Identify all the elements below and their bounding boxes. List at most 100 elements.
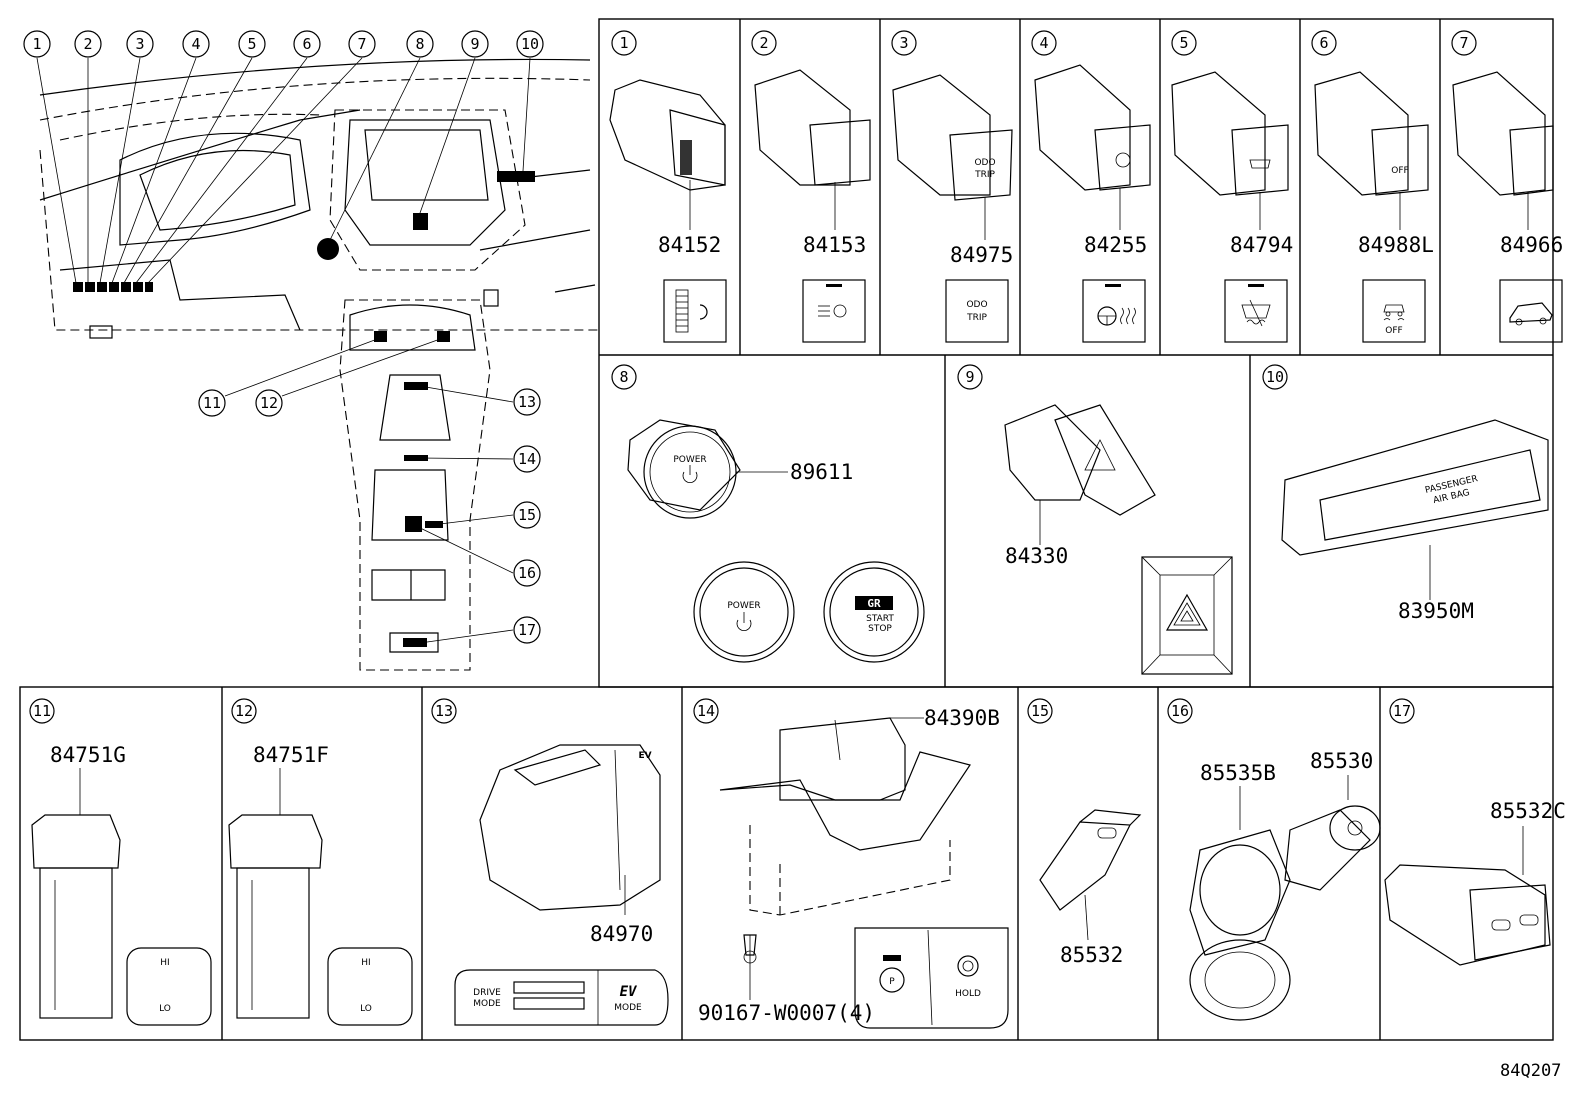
svg-text:P: P xyxy=(889,977,895,987)
svg-text:6: 6 xyxy=(1319,34,1328,52)
svg-text:8: 8 xyxy=(619,368,628,386)
svg-text:3: 3 xyxy=(899,34,908,52)
svg-text:17: 17 xyxy=(518,621,536,639)
svg-text:5: 5 xyxy=(247,35,256,53)
svg-text:5: 5 xyxy=(1179,34,1188,52)
callout-5: 5 xyxy=(238,30,266,58)
svg-text:15: 15 xyxy=(518,506,536,524)
svg-text:HOLD: HOLD xyxy=(955,989,981,999)
panel-1: 1 84152 xyxy=(609,30,727,343)
callout-9: 9 xyxy=(461,30,489,58)
panel-2: 2 84153 xyxy=(751,30,871,343)
callout-14: 14 xyxy=(513,445,541,473)
svg-text:TRIP: TRIP xyxy=(966,313,987,323)
svg-text:2: 2 xyxy=(83,35,92,53)
svg-text:7: 7 xyxy=(1459,34,1468,52)
svg-text:2: 2 xyxy=(759,34,768,52)
svg-text:GR: GR xyxy=(867,597,881,610)
svg-text:HI: HI xyxy=(160,958,169,968)
callout-6: 6 xyxy=(293,30,321,58)
overview-illustration xyxy=(39,58,600,671)
svg-text:10: 10 xyxy=(521,35,539,53)
callout-16: 16 xyxy=(513,559,541,587)
svg-text:8: 8 xyxy=(415,35,424,53)
svg-text:3: 3 xyxy=(135,35,144,53)
svg-text:1: 1 xyxy=(619,34,628,52)
svg-text:84152: 84152 xyxy=(658,233,721,257)
svg-text:HI: HI xyxy=(361,958,370,968)
svg-text:85532C: 85532C xyxy=(1490,799,1566,823)
svg-text:12: 12 xyxy=(235,702,253,720)
svg-text:85535B: 85535B xyxy=(1200,761,1276,785)
panel-6: 6 OFF 84988L OFF xyxy=(1311,30,1434,343)
svg-text:6: 6 xyxy=(302,35,311,53)
panel-14: 14 84390B 90167-W0007(4) P HOLD xyxy=(693,698,1009,1029)
svg-text:POWER: POWER xyxy=(727,601,760,611)
diagram-code: 84Q207 xyxy=(1500,1061,1561,1081)
callout-2: 2 xyxy=(74,30,102,58)
svg-text:84751G: 84751G xyxy=(50,743,126,767)
svg-text:84255: 84255 xyxy=(1084,233,1147,257)
svg-text:MODE: MODE xyxy=(614,1003,642,1013)
callout-11: 11 xyxy=(198,389,226,417)
svg-text:9: 9 xyxy=(965,368,974,386)
panel-3: 3 ODO TRIP 84975 ODO TRIP xyxy=(891,30,1013,343)
svg-text:ODO: ODO xyxy=(966,300,987,310)
callout-13: 13 xyxy=(513,388,541,416)
svg-text:TRIP: TRIP xyxy=(974,170,995,180)
svg-text:4: 4 xyxy=(1039,34,1048,52)
svg-text:10: 10 xyxy=(1266,368,1284,386)
callout-10: 10 xyxy=(516,30,544,58)
svg-text:84966: 84966 xyxy=(1500,233,1563,257)
svg-text:16: 16 xyxy=(518,564,536,582)
svg-text:4: 4 xyxy=(191,35,200,53)
svg-text:STOP: STOP xyxy=(868,624,892,634)
svg-text:DRIVE: DRIVE xyxy=(473,988,501,998)
svg-text:1: 1 xyxy=(32,35,41,53)
panel-17: 17 85532C xyxy=(1384,698,1566,966)
svg-text:84988L: 84988L xyxy=(1358,233,1434,257)
panel-15: 15 85532 xyxy=(1027,698,1142,967)
svg-text:84153: 84153 xyxy=(803,233,866,257)
svg-text:EV: EV xyxy=(638,751,651,761)
svg-text:OFF: OFF xyxy=(1385,326,1402,336)
panel-13: 13 EV 84970 DRIVE MODE EV MODE xyxy=(431,698,669,1026)
svg-text:84970: 84970 xyxy=(590,922,653,946)
svg-text:84794: 84794 xyxy=(1230,233,1293,257)
callout-4: 4 xyxy=(182,30,210,58)
svg-text:85532: 85532 xyxy=(1060,943,1123,967)
callout-8: 8 xyxy=(406,30,434,58)
svg-text:84330: 84330 xyxy=(1005,544,1068,568)
svg-text:EV: EV xyxy=(620,984,638,1000)
svg-text:84390B: 84390B xyxy=(924,706,1000,730)
panel-grid xyxy=(19,18,1554,1041)
overview-callouts: 1 2 3 4 5 6 7 8 9 10 11 12 13 14 15 16 1… xyxy=(23,30,544,644)
svg-text:9: 9 xyxy=(470,35,479,53)
svg-text:12: 12 xyxy=(260,394,278,412)
panel-10: 10 PASSENGER AIR BAG 83950M xyxy=(1262,364,1549,623)
svg-text:11: 11 xyxy=(203,394,221,412)
callout-7: 7 xyxy=(348,30,376,58)
callout-1: 1 xyxy=(23,30,51,58)
callout-17: 17 xyxy=(513,616,541,644)
panel-4: 4 84255 xyxy=(1031,30,1151,343)
svg-text:14: 14 xyxy=(697,702,715,720)
svg-text:ODO: ODO xyxy=(974,158,995,168)
svg-text:83950M: 83950M xyxy=(1398,599,1474,623)
callout-12: 12 xyxy=(255,389,283,417)
svg-text:15: 15 xyxy=(1031,702,1049,720)
panel-5: 5 84794 xyxy=(1171,30,1293,343)
svg-text:POWER: POWER xyxy=(673,455,706,465)
callout-15: 15 xyxy=(513,501,541,529)
overview-leaders xyxy=(36,57,531,644)
panel-7: 7 84966 xyxy=(1451,30,1563,343)
panel-16: 16 85535B 85530 xyxy=(1167,698,1381,1021)
panel-11: 11 84751G HI LO xyxy=(29,698,212,1026)
svg-text:OFF: OFF xyxy=(1391,166,1408,176)
svg-text:11: 11 xyxy=(33,702,51,720)
svg-text:16: 16 xyxy=(1171,702,1189,720)
svg-text:14: 14 xyxy=(518,450,536,468)
svg-text:START: START xyxy=(866,614,894,624)
svg-text:84751F: 84751F xyxy=(253,743,329,767)
